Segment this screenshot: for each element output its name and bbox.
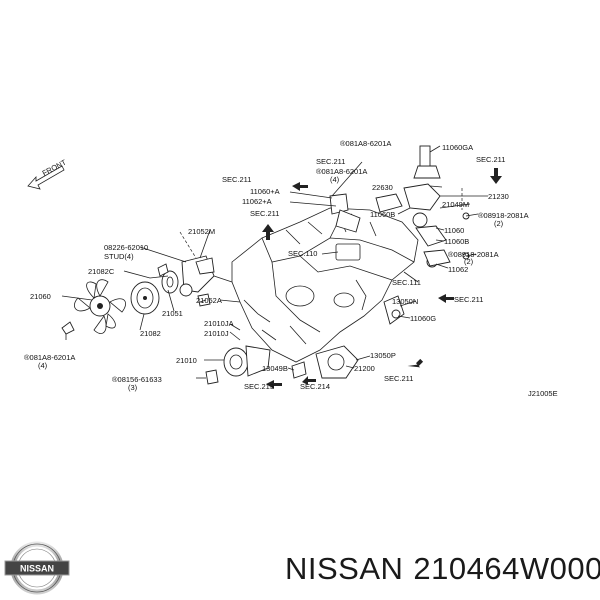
label-sec211-right-mid: SEC.211 — [454, 295, 483, 304]
label-sec211-right-top: SEC.211 — [476, 155, 505, 164]
label-21051: 21051 — [162, 309, 183, 318]
label-bolt-n1-qty: (2) — [494, 219, 504, 228]
label-bolt-b1: ®081A8-6201A — [24, 353, 75, 362]
water-pump — [179, 255, 215, 297]
label-stud: STUD(4) — [104, 252, 134, 261]
cooling-fan — [74, 279, 126, 334]
label-22630: 22630 — [372, 183, 393, 192]
front-direction-arrow: FRONT — [27, 157, 68, 190]
nissan-logo-text: NISSAN — [20, 564, 54, 574]
water-pump-fan-group — [61, 231, 215, 335]
part-caption: NISSAN 210464W000 — [285, 551, 600, 587]
lower-pump-group — [205, 325, 359, 385]
label-sec111: SEC.111 — [392, 278, 421, 287]
label-13049b: 13049B — [262, 364, 288, 373]
label-11060b-2: 11060B — [444, 237, 469, 246]
label-11062: 11062 — [448, 265, 468, 274]
nissan-logo: NISSAN — [4, 541, 70, 595]
label-sec110: SEC.110 — [288, 249, 317, 258]
label-21082c: 21082C — [88, 267, 115, 276]
thermostat-group — [329, 145, 470, 325]
label-sec211-left-b: SEC.211 — [250, 209, 279, 218]
label-21010: 21010 — [176, 356, 197, 365]
engine-block — [213, 207, 419, 363]
drawing-code: J21005E — [528, 389, 558, 398]
fan-coupling — [130, 281, 160, 315]
label-bolt-top-a: ®081A8-6201A — [340, 139, 391, 148]
label-bolt-b2-qty: (3) — [128, 383, 138, 392]
label-sec211-left-a: SEC.211 — [222, 175, 251, 184]
front-label: FRONT — [41, 157, 68, 177]
label-21010ja: 21010JA — [204, 319, 234, 328]
label-sec214: SEC.214 — [300, 382, 330, 391]
label-21052m: 21052M — [188, 227, 215, 236]
label-bolt-n2: ®08918-2081A — [448, 250, 499, 259]
label-sec211-bottom: SEC.211 — [384, 374, 413, 383]
label-21200: 21200 — [354, 364, 375, 373]
label-13050n: 13050N — [392, 297, 418, 306]
label-21052a: 21052A — [196, 296, 222, 305]
label-11060ga: 11060GA — [442, 143, 473, 152]
label-bolt-n2-qty: (2) — [464, 257, 474, 266]
label-21082: 21082 — [140, 329, 161, 338]
label-sec211-top: SEC.211 — [316, 157, 345, 166]
label-bolt-top-b-qty: (4) — [330, 175, 340, 184]
label-11060a: 11060+A — [250, 187, 280, 196]
label-sec213: SEC.213 — [244, 382, 274, 391]
label-bolt-b2: ®08156-61633 — [112, 375, 162, 384]
label-11060b: 11060B — [370, 210, 395, 219]
label-21230: 21230 — [488, 192, 509, 201]
section-arrows — [262, 168, 502, 389]
label-11060: 11060 — [444, 226, 464, 235]
leader-lines — [61, 145, 488, 379]
label-11060g: 11060G — [410, 314, 436, 323]
label-13050p: 13050P — [370, 351, 396, 360]
label-bolt-top-b: ®081A8-6201A — [316, 167, 367, 176]
brand-name: NISSAN — [285, 551, 404, 586]
label-bolt-n1: ®08918-2081A — [478, 211, 529, 220]
part-labels: ®081A8-6201A SEC.211 ®081A8-6201A (4) SE… — [24, 139, 558, 398]
label-21060: 21060 — [30, 292, 51, 301]
part-number: 210464W000 — [413, 551, 600, 586]
label-11062a: 11062+A — [242, 197, 272, 206]
label-21010j: 21010J — [204, 329, 229, 338]
label-08226: 08226-62010 — [104, 243, 148, 252]
label-bolt-b1-qty: (4) — [38, 361, 48, 370]
label-21049m: 21049M — [442, 200, 469, 209]
